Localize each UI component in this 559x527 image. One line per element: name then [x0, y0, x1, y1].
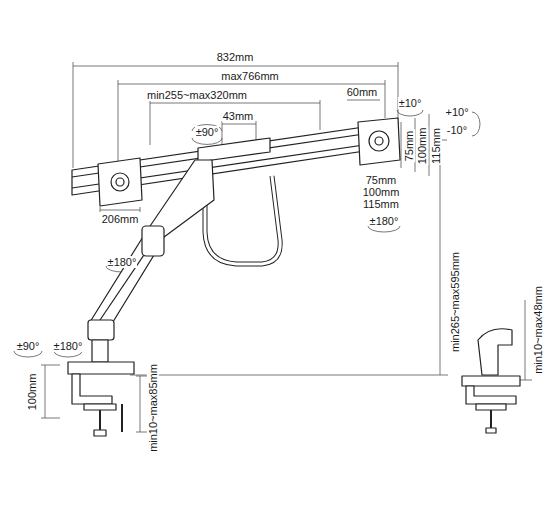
dimension-label: 832mm — [216, 51, 255, 63]
dimension-label: min10~max85mm — [147, 363, 159, 453]
dimension-label: 100mm — [416, 127, 428, 166]
dimension-label: 75mm — [403, 130, 415, 163]
dimension-label: 100mm — [362, 186, 401, 198]
dimension-label: min255~max320mm — [146, 89, 248, 101]
dimension-label: 206mm — [101, 213, 140, 225]
dimension-label: 100mm — [26, 373, 38, 412]
dimension-label: 115mm — [362, 198, 400, 210]
dimension-label: 43mm — [222, 110, 255, 122]
dimension-label: max766mm — [220, 70, 279, 82]
angle-label: ±90° — [16, 340, 41, 352]
angle-label: ±180° — [107, 256, 138, 268]
angle-label: -10° — [446, 124, 468, 136]
angle-label: ±180° — [369, 215, 400, 227]
dimension-label: min10~max48mm — [532, 285, 544, 375]
dimension-label: 75mm — [365, 174, 398, 186]
angle-label: ±90° — [195, 126, 220, 138]
dimension-label: 60mm — [346, 86, 379, 98]
dimension-label: min265~max595mm — [449, 251, 461, 353]
angle-label: +10° — [444, 106, 469, 118]
angle-label: ±180° — [53, 340, 84, 352]
dimension-label: 115mm — [430, 127, 442, 165]
angle-label: ±10° — [398, 97, 423, 109]
